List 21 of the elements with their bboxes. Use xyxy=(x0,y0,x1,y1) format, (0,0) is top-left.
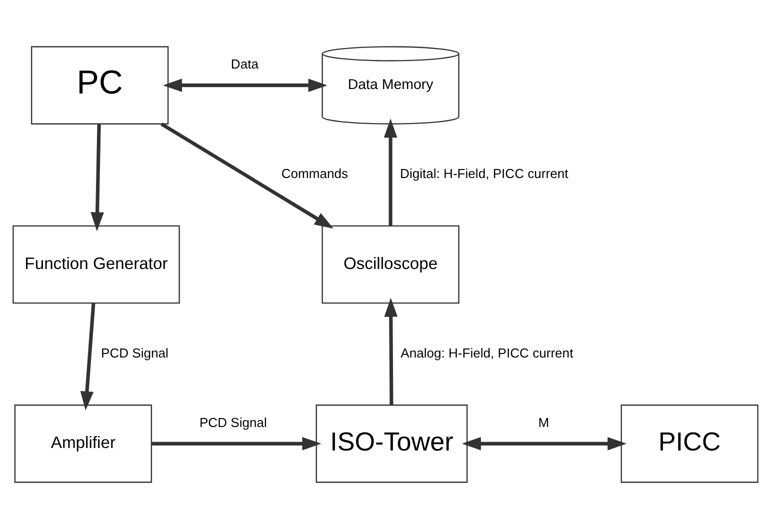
edge-label: PCD Signal xyxy=(100,344,168,360)
arrow xyxy=(80,302,96,410)
edge-label: Analog: H-Field, PICC current xyxy=(400,344,574,360)
arrow xyxy=(152,436,322,450)
node-box: Function Generator xyxy=(12,224,180,304)
node-box: ISO-Tower xyxy=(316,404,468,482)
arrow xyxy=(160,122,334,228)
arrow xyxy=(90,123,104,231)
node-box: Amplifier xyxy=(14,404,152,482)
edge-label: Commands xyxy=(281,166,348,181)
edge-label: PCD Signal xyxy=(199,414,267,430)
arrow xyxy=(384,118,398,226)
node-box: PC xyxy=(30,46,169,124)
node-box: PICC xyxy=(620,404,758,482)
edge-label: Data xyxy=(230,56,258,71)
arrow xyxy=(384,297,398,405)
node-box: Oscilloscope xyxy=(322,224,460,304)
edge-label: M xyxy=(538,414,550,430)
arrow xyxy=(162,78,328,92)
arrow xyxy=(462,436,627,450)
edge-label: Digital: H-Field, PICC current xyxy=(400,166,568,181)
